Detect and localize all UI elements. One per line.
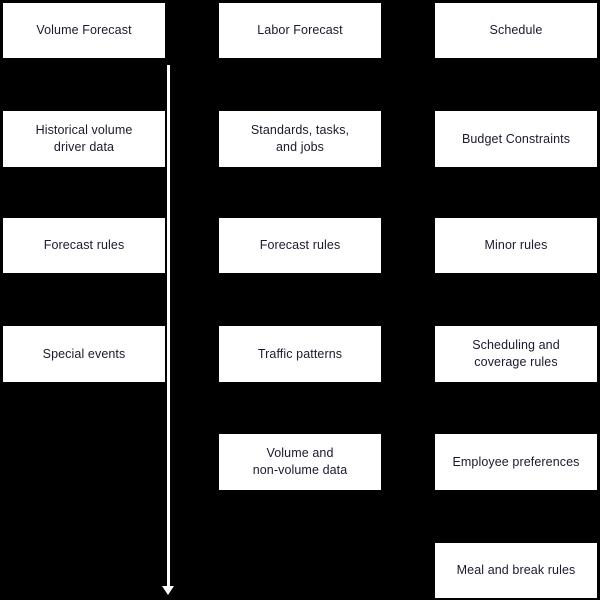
node-label: Meal and break rules	[456, 563, 576, 578]
node-label: Volume and non-volume data	[252, 446, 348, 477]
node-label: Schedule	[489, 23, 543, 38]
node-label: Standards, tasks, and jobs	[250, 123, 350, 154]
node-volume-forecast-header[interactable]: Volume Forecast	[3, 3, 165, 58]
node-label: Scheduling and coverage rules	[472, 338, 560, 369]
node-label: Volume Forecast	[36, 23, 132, 38]
node-label: Forecast rules	[43, 238, 125, 253]
node-label: Historical volume driver data	[35, 123, 133, 154]
node-volume-and-non-volume-data[interactable]: Volume and non-volume data	[219, 434, 381, 490]
node-labor-forecast-rules[interactable]: Forecast rules	[219, 218, 381, 273]
node-minor-rules[interactable]: Minor rules	[435, 218, 597, 273]
node-volume-forecast-rules[interactable]: Forecast rules	[3, 218, 165, 273]
node-label: Minor rules	[484, 238, 548, 253]
node-label: Forecast rules	[259, 238, 341, 253]
node-traffic-patterns[interactable]: Traffic patterns	[219, 326, 381, 382]
node-label: Budget Constraints	[461, 131, 571, 146]
connector-line-vertical	[167, 65, 170, 588]
node-meal-and-break-rules[interactable]: Meal and break rules	[435, 543, 597, 598]
node-label: Labor Forecast	[257, 23, 343, 38]
node-special-events[interactable]: Special events	[3, 326, 165, 382]
node-historical-volume-driver-data[interactable]: Historical volume driver data	[3, 111, 165, 167]
node-employee-preferences[interactable]: Employee preferences	[435, 434, 597, 490]
node-budget-constraints[interactable]: Budget Constraints	[435, 111, 597, 167]
node-label: Employee preferences	[452, 454, 580, 469]
node-scheduling-and-coverage-rules[interactable]: Scheduling and coverage rules	[435, 326, 597, 382]
arrow-down-icon	[162, 586, 174, 595]
node-label: Special events	[42, 346, 126, 361]
node-schedule-header[interactable]: Schedule	[435, 3, 597, 58]
node-standards-tasks-and-jobs[interactable]: Standards, tasks, and jobs	[219, 111, 381, 167]
node-labor-forecast-header[interactable]: Labor Forecast	[219, 3, 381, 58]
node-label: Traffic patterns	[257, 346, 343, 361]
